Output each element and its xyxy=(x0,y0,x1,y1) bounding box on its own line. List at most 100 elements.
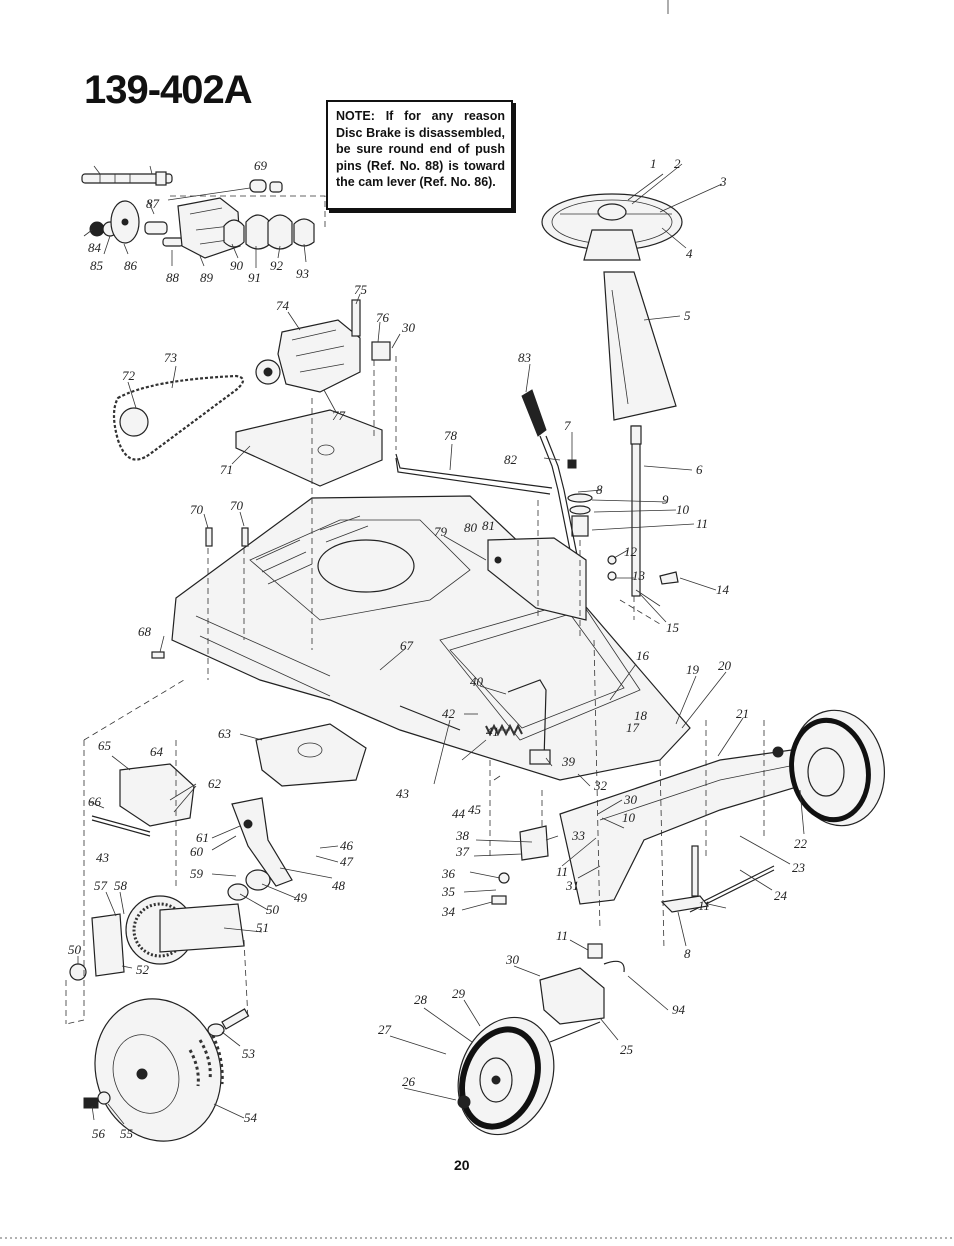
callout-36: 36 xyxy=(441,866,456,881)
model-number-title: 139-402A xyxy=(84,68,253,112)
callout-22: 22 xyxy=(794,836,808,851)
callout-89: 89 xyxy=(200,270,214,285)
note-text: NOTE: If for any reason Disc Brake is di… xyxy=(336,109,505,189)
callout-11-spindle: 11 xyxy=(698,898,710,913)
callout-8-spindle: 8 xyxy=(684,946,691,961)
callout-80: 80 xyxy=(464,520,478,535)
page-number: 20 xyxy=(454,1157,470,1173)
callout-27: 27 xyxy=(378,1022,392,1037)
callout-14: 14 xyxy=(716,582,730,597)
callout-41: 41 xyxy=(486,724,499,739)
callout-numbers: 1 2 3 4 5 6 7 8 9 10 11 12 13 14 15 16 1… xyxy=(68,156,808,1141)
disc-brake-assembly xyxy=(81,171,326,259)
callout-35: 35 xyxy=(441,884,456,899)
callout-60: 60 xyxy=(190,844,204,859)
callout-63: 63 xyxy=(218,726,232,741)
callout-51: 51 xyxy=(256,920,269,935)
callout-82: 82 xyxy=(504,452,518,467)
callout-42: 42 xyxy=(442,706,456,721)
callout-55: 55 xyxy=(120,1126,134,1141)
callout-78: 78 xyxy=(444,428,458,443)
callout-62: 62 xyxy=(208,776,222,791)
callout-91: 91 xyxy=(248,270,261,285)
callout-58: 58 xyxy=(114,878,128,893)
callout-48: 48 xyxy=(332,878,346,893)
callout-30-lower: 30 xyxy=(505,952,520,967)
callout-87: 87 xyxy=(146,196,160,211)
callout-94: 94 xyxy=(672,1002,686,1017)
callout-30-upper: 30 xyxy=(401,320,416,335)
callout-70-left: 70 xyxy=(190,502,204,517)
callout-46: 46 xyxy=(340,838,354,853)
callout-59: 59 xyxy=(190,866,204,881)
callout-29: 29 xyxy=(452,986,466,1001)
callout-54: 54 xyxy=(244,1110,258,1125)
callout-49: 49 xyxy=(294,890,308,905)
callout-20: 20 xyxy=(718,658,732,673)
callout-47: 47 xyxy=(340,854,354,869)
callout-56: 56 xyxy=(92,1126,106,1141)
main-frame xyxy=(151,495,691,781)
callout-44: 44 xyxy=(452,806,466,821)
callout-30-mid: 30 xyxy=(623,792,638,807)
callout-23: 23 xyxy=(792,860,806,875)
callout-84: 84 xyxy=(88,240,102,255)
callout-15: 15 xyxy=(666,620,680,635)
callout-25: 25 xyxy=(620,1042,634,1057)
callout-18: 18 xyxy=(634,708,648,723)
callout-92: 92 xyxy=(270,258,284,273)
callout-34: 34 xyxy=(441,904,456,919)
callout-24: 24 xyxy=(774,888,788,903)
callout-88: 88 xyxy=(166,270,180,285)
callout-65: 65 xyxy=(98,738,112,753)
callout-52: 52 xyxy=(136,962,150,977)
leader-lines xyxy=(77,163,805,1125)
callout-90: 90 xyxy=(230,258,244,273)
callout-74: 74 xyxy=(276,298,290,313)
callout-61: 61 xyxy=(196,830,209,845)
disc-brake-note: NOTE: If for any reason Disc Brake is di… xyxy=(326,100,513,210)
callout-73: 73 xyxy=(164,350,178,365)
callout-28: 28 xyxy=(414,992,428,1007)
callout-26: 26 xyxy=(402,1074,416,1089)
front-axle-and-wheels xyxy=(457,709,886,1136)
callout-50-left: 50 xyxy=(68,942,82,957)
callout-21: 21 xyxy=(736,706,749,721)
callout-93: 93 xyxy=(296,266,310,281)
callout-5: 5 xyxy=(684,308,691,323)
callout-75: 75 xyxy=(354,282,368,297)
callout-11-nut: 11 xyxy=(556,928,568,943)
callout-12: 12 xyxy=(624,544,638,559)
callout-17: 17 xyxy=(626,720,640,735)
callout-33: 33 xyxy=(571,828,586,843)
callout-32: 32 xyxy=(593,778,608,793)
callout-66: 66 xyxy=(88,794,102,809)
callout-85: 85 xyxy=(90,258,104,273)
callout-81: 81 xyxy=(482,518,495,533)
callout-8: 8 xyxy=(596,482,603,497)
callout-40: 40 xyxy=(470,674,484,689)
callout-38: 38 xyxy=(455,828,470,843)
assembly-guide-lines xyxy=(65,356,765,1025)
callout-71: 71 xyxy=(220,462,233,477)
callout-4: 4 xyxy=(686,246,693,261)
callout-39: 39 xyxy=(561,754,576,769)
callout-2: 2 xyxy=(674,156,681,171)
callout-31: 31 xyxy=(565,878,579,893)
callout-57: 57 xyxy=(94,878,108,893)
callout-68: 68 xyxy=(138,624,152,639)
callout-67: 67 xyxy=(400,638,414,653)
callout-37: 37 xyxy=(455,844,470,859)
rear-drive-assembly xyxy=(69,723,367,1142)
callout-19: 19 xyxy=(686,662,700,677)
callout-11: 11 xyxy=(696,516,708,531)
callout-13: 13 xyxy=(632,568,646,583)
callout-10-axle: 10 xyxy=(622,810,636,825)
callout-86: 86 xyxy=(124,258,138,273)
callout-50-center: 50 xyxy=(266,902,280,917)
callout-79: 79 xyxy=(434,524,448,539)
callout-1: 1 xyxy=(650,156,657,171)
callout-64: 64 xyxy=(150,744,164,759)
callout-9: 9 xyxy=(662,492,669,507)
callout-69: 69 xyxy=(254,158,268,173)
